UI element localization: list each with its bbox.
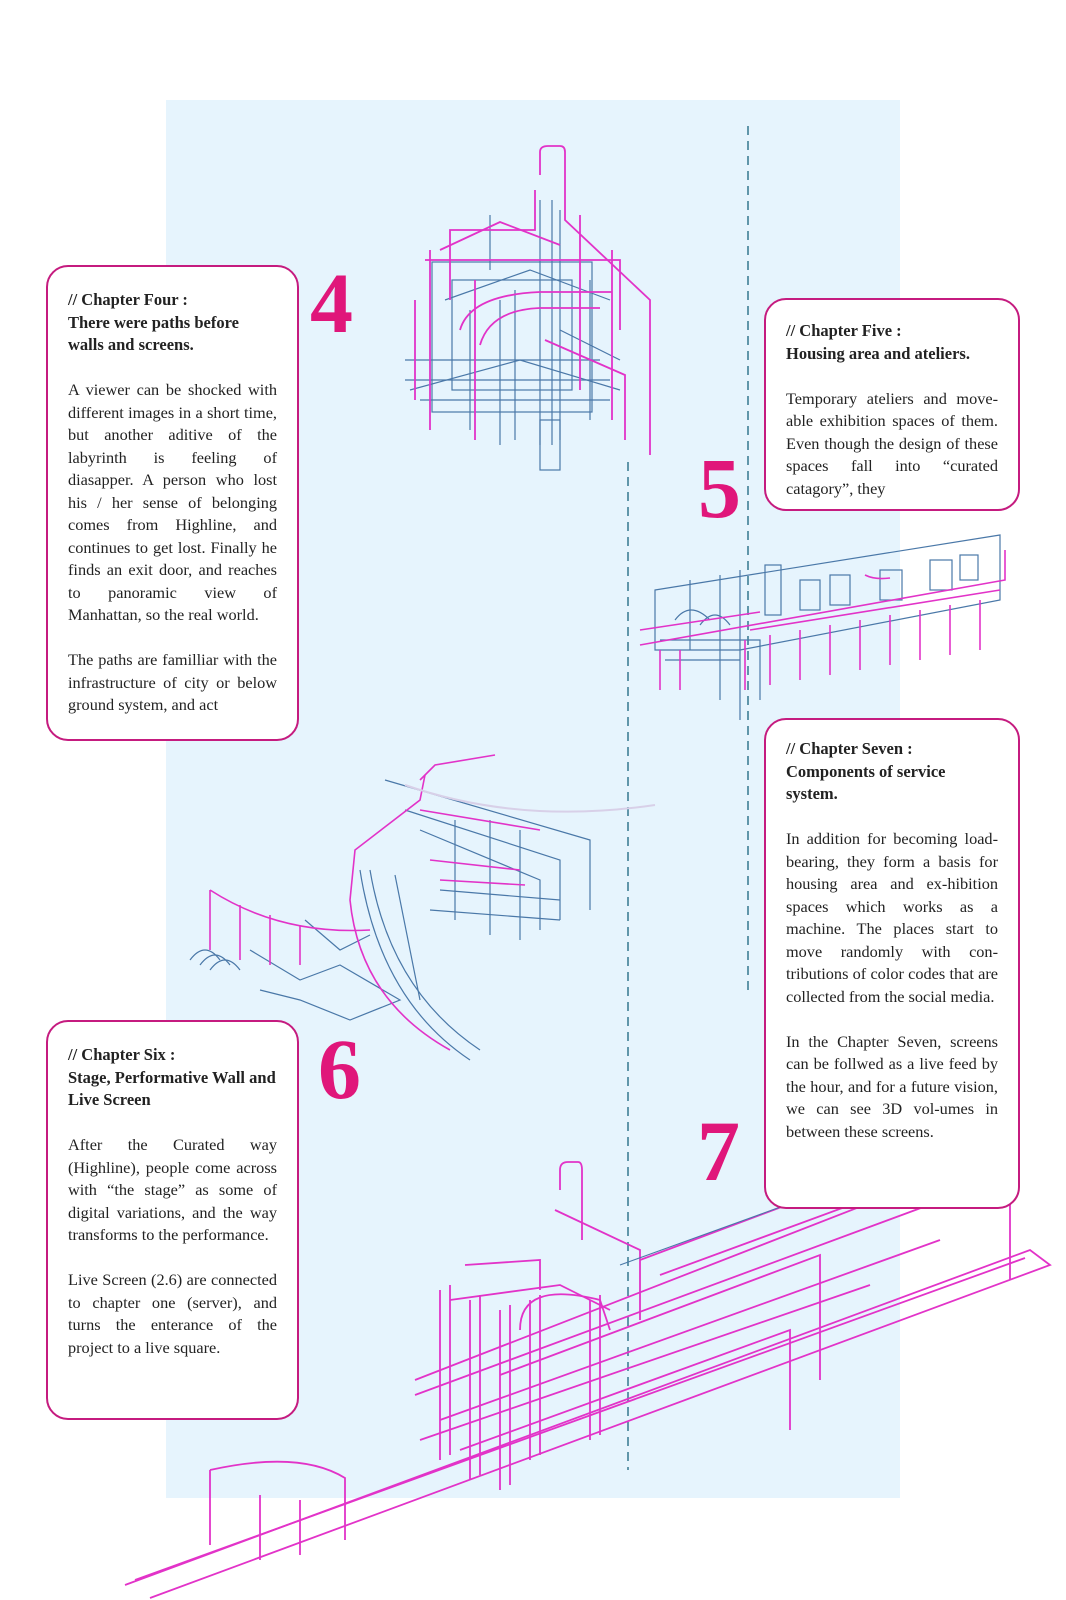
chapter-seven-card: // Chapter Seven : Components of service… [764,718,1020,1209]
chapter-five-number: 5 [698,440,741,536]
chapter-six-paragraph-1: After the Curated way (Highline), people… [68,1135,277,1244]
chapter-six-heading: // Chapter Six : Stage, Performative Wal… [68,1044,277,1112]
chapter-five-label: // Chapter Five : [786,321,902,340]
chapter-seven-paragraph-2: In the Chapter Seven, screens can be fol… [786,1031,998,1141]
chapter-four-paragraph-2: The paths are familliar with the infrast… [68,650,277,714]
chapter-four-paragraph-1: A viewer can be shocked with different i… [68,380,277,624]
chapter-seven-paragraph-1: In addition for becoming load-bearing, t… [786,829,998,1006]
stage-drawing [189,754,656,1061]
chapter-four-title: There were paths before walls and screen… [68,312,239,355]
chapter-five-heading: // Chapter Five : Housing area and ateli… [786,320,998,365]
chapter-six-card: // Chapter Six : Stage, Performative Wal… [46,1020,299,1420]
chapter-five-paragraph-1: Temporary ateliers and move-able exhibit… [786,388,998,498]
chapter-five-card: // Chapter Five : Housing area and ateli… [764,298,1020,511]
chapter-four-heading: // Chapter Four : There were paths befor… [68,289,277,357]
chapter-seven-label: // Chapter Seven : [786,739,913,758]
chapter-seven-title: Components of service system. [786,761,946,804]
dashed-guide-lines [627,126,749,1470]
housing-drawing [639,534,1006,720]
chapter-six-label: // Chapter Six : [68,1045,176,1064]
chapter-four-number: 4 [310,255,353,351]
tower-drawing [405,145,651,471]
chapter-seven-number: 7 [697,1103,740,1199]
chapter-seven-heading: // Chapter Seven : Components of service… [786,738,998,806]
chapter-four-label: // Chapter Four : [68,290,188,309]
chapter-four-card: // Chapter Four : There were paths befor… [46,265,299,741]
chapter-six-number: 6 [318,1021,361,1117]
chapter-six-title: Stage, Performative Wall and Live Screen [68,1067,276,1110]
service-system-drawing [124,1139,1052,1599]
chapter-five-title: Housing area and ateliers. [786,343,970,363]
chapter-six-paragraph-2: Live Screen (2.6) are connected to chapt… [68,1270,277,1357]
